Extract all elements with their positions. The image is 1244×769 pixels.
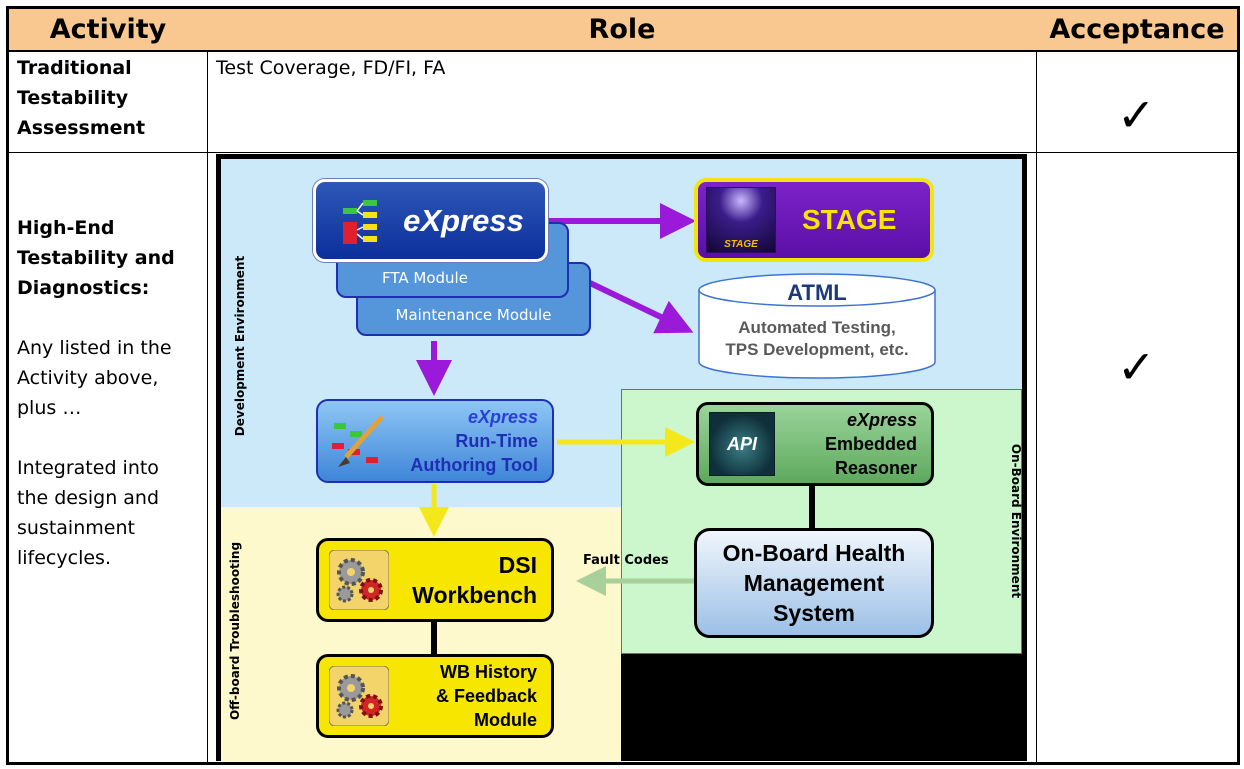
embedded-reasoner-box: API eXpress Embedded Reasoner [696, 402, 934, 486]
row2-activity-bold-line: Diagnostics: [17, 277, 150, 299]
stage-title: STAGE [802, 204, 897, 235]
dsi-workbench-line: DSI [498, 552, 537, 578]
onboard-health-line: System [773, 600, 855, 626]
reasoner-line: Embedded [824, 434, 917, 454]
atml-line: Automated Testing, [738, 318, 896, 337]
atml-title: ATML [787, 280, 847, 305]
row1-checkmark: ✓ [1117, 88, 1156, 142]
row1-activity-line: Traditional [17, 57, 132, 79]
header-acceptance: Acceptance [1049, 13, 1225, 45]
row2-activity-bold-line: Testability and [17, 247, 175, 269]
gears-icon [329, 666, 389, 726]
table-border-bottom [6, 762, 1240, 765]
authoring-brush-icon [332, 415, 384, 467]
wb-history-line: WB History [439, 662, 537, 682]
gears-icon [329, 550, 389, 610]
row1-activity: Traditional Testability Assessment [17, 53, 145, 143]
row1-activity-line: Assessment [17, 117, 146, 139]
wb-history-line: & Feedback [435, 686, 537, 706]
table-border-left [6, 6, 9, 765]
express-box: eXpress [313, 179, 548, 262]
express-title: eXpress [403, 202, 524, 238]
row2-activity-line: lifecycles. [17, 547, 111, 569]
stage-logo-icon: STAGE [706, 187, 776, 253]
row2-activity-line: Any listed in the [17, 337, 172, 359]
row2-activity-line: sustainment [17, 517, 135, 539]
dsi-workbench-box: DSI Workbench [316, 538, 554, 622]
row2-activity-line: the design and [17, 487, 160, 509]
table-border-right [1237, 6, 1240, 765]
row2-activity: High-End Testability and Diagnostics: An… [17, 213, 175, 573]
table-header-row [9, 9, 1237, 50]
row-divider [6, 152, 1240, 153]
runtime-tool-line: Run-Time [455, 431, 538, 451]
wb-history-box: WB History & Feedback Module [316, 654, 554, 738]
stage-logo-text: STAGE [724, 239, 758, 250]
row2-activity-line: Integrated into [17, 457, 159, 479]
atml-cylinder [698, 273, 936, 379]
onboard-health-box: On-Board Health Management System [694, 528, 934, 638]
dsi-workbench-line: Workbench [412, 582, 537, 608]
row2-activity-bold-line: High-End [17, 217, 115, 239]
header-divider [6, 50, 1240, 52]
col-divider-2 [1036, 6, 1037, 765]
row2-activity-line: Activity above, [17, 367, 159, 389]
onboard-health-line: On-Board Health [722, 540, 906, 566]
row1-role: Test Coverage, FD/FI, FA [216, 57, 446, 79]
wb-history-line: Module [474, 710, 537, 730]
col-divider-1 [207, 6, 208, 765]
reasoner-line: eXpress [846, 410, 917, 430]
stage-box: STAGE STAGE [694, 178, 934, 262]
runtime-tool-line: eXpress [467, 407, 538, 427]
runtime-authoring-tool-box: eXpress Run-Time Authoring Tool [316, 399, 554, 483]
api-icon: API [709, 412, 775, 476]
fta-module-label: FTA Module [382, 269, 468, 287]
header-role: Role [588, 13, 656, 45]
row2-activity-line: plus … [17, 397, 82, 419]
reasoner-line: Reasoner [834, 458, 917, 478]
row1-activity-line: Testability [17, 87, 129, 109]
onboard-health-line: Management [743, 570, 885, 596]
architecture-diagram: Development Environment Off-board Troubl… [216, 154, 1027, 761]
express-logo-icon [343, 199, 378, 244]
row2-checkmark: ✓ [1117, 340, 1156, 394]
runtime-tool-line: Authoring Tool [410, 455, 538, 475]
fault-codes-label: Fault Codes [583, 553, 669, 568]
maintenance-module-label: Maintenance Module [395, 306, 552, 324]
api-icon-text: API [726, 433, 757, 454]
header-activity: Activity [49, 13, 167, 45]
atml-line: TPS Development, etc. [725, 340, 909, 359]
table-border-top [6, 6, 1240, 9]
